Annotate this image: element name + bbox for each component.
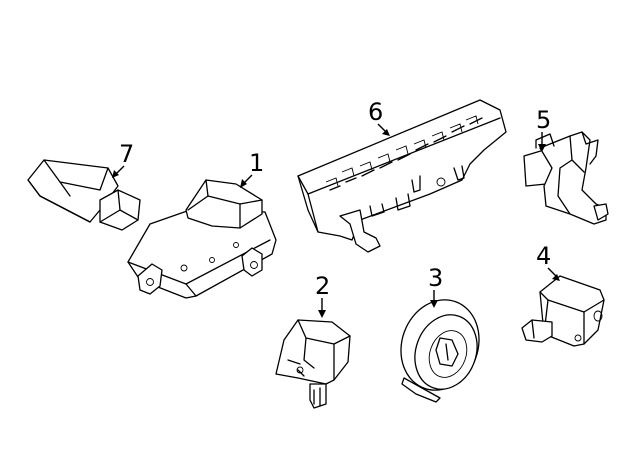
callout-2: 2 xyxy=(315,272,330,318)
callout-4: 4 xyxy=(536,242,560,281)
svg-text:1: 1 xyxy=(249,149,264,177)
part-1-control-module[interactable] xyxy=(127,179,277,299)
svg-text:5: 5 xyxy=(536,106,551,134)
callout-6: 6 xyxy=(368,98,390,136)
callout-7: 7 xyxy=(112,140,134,178)
svg-text:7: 7 xyxy=(119,140,134,168)
part-4-side-sensor[interactable] xyxy=(521,275,605,347)
svg-text:3: 3 xyxy=(428,264,443,292)
svg-text:6: 6 xyxy=(368,98,383,126)
part-3-round-sensor[interactable] xyxy=(389,289,492,403)
callout-5: 5 xyxy=(536,106,551,152)
callout-1: 1 xyxy=(240,149,264,188)
svg-text:4: 4 xyxy=(536,242,551,270)
callout-3: 3 xyxy=(428,264,443,308)
part-7-module[interactable] xyxy=(27,159,141,231)
part-2-impact-sensor[interactable] xyxy=(275,319,351,409)
svg-text:2: 2 xyxy=(315,272,330,300)
part-6-bracket-module[interactable] xyxy=(297,99,507,253)
part-5-bracket-sensor[interactable] xyxy=(523,131,609,225)
